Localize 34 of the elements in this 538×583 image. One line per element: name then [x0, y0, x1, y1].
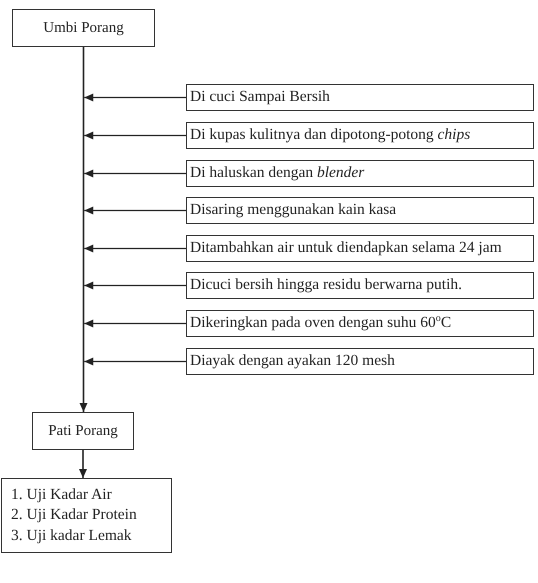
- list-item: 3. Uji kadar Lemak: [11, 526, 132, 546]
- step-box: [186, 272, 534, 299]
- arrow: [84, 94, 186, 102]
- arrow: [84, 170, 186, 178]
- list-item: 1. Uji Kadar Air: [11, 485, 112, 506]
- arrow: [84, 244, 186, 252]
- process-box: [32, 412, 134, 450]
- step-label: Di cuci Sampai Bersih: [190, 88, 330, 107]
- step-box: [186, 235, 534, 262]
- step-box: [186, 122, 534, 149]
- step-label: Dicuci bersih hingga residu berwarna putih.: [190, 276, 462, 295]
- step-label: Di kupas kulitnya dan dipotong-potong chips: [190, 126, 470, 145]
- arrow: [84, 282, 186, 290]
- step-label: Ditambahkan air untuk diendapkan selama 24 jam: [190, 239, 502, 258]
- arrow: [80, 47, 88, 412]
- arrow: [84, 358, 186, 366]
- step-label: Diayak dengan ayakan 120 mesh: [190, 352, 395, 371]
- step-box: [186, 197, 534, 224]
- list-item: 2. Uji Kadar Protein: [11, 505, 137, 526]
- node-label: Pati Porang: [48, 422, 118, 440]
- arrow: [84, 320, 186, 328]
- step-label: Disaring menggunakan kain kasa: [190, 201, 396, 220]
- node-label: Umbi Porang: [43, 19, 124, 37]
- process-box: [12, 9, 155, 47]
- arrow: [79, 450, 87, 478]
- step-box: [186, 348, 534, 375]
- step-label: Di haluskan dengan blender: [190, 164, 364, 183]
- step-box: [186, 310, 534, 337]
- step-label: Dikeringkan pada oven dengan suhu 60$^{o}$C: [190, 314, 452, 333]
- result-box: [1, 478, 172, 553]
- step-box: [186, 84, 534, 111]
- step-box: [186, 160, 534, 187]
- arrow: [84, 132, 186, 140]
- arrow: [84, 206, 186, 214]
